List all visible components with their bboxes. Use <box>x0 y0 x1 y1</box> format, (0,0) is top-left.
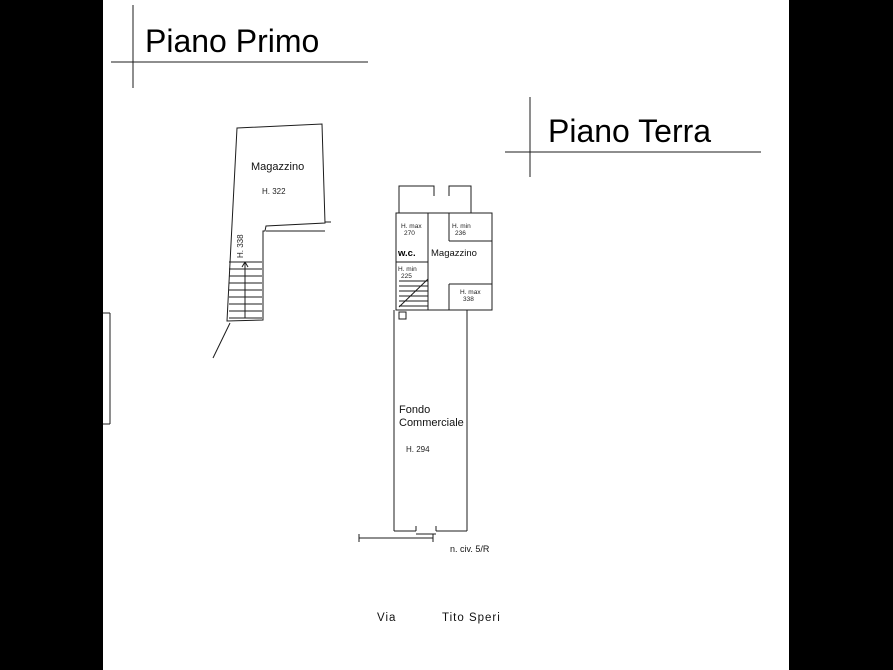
stair-arrow <box>244 261 249 268</box>
stairs-hatch <box>398 278 429 308</box>
floorplan-sheet: Piano Primo Piano Terra <box>103 0 789 670</box>
first-floor-plan: Magazzino H. 322 H. 338 <box>212 123 331 359</box>
civic-number-label: n. civ. 5/R <box>450 544 490 554</box>
adjacent-building-fragment <box>103 312 111 425</box>
first-floor-title-block: Piano Primo <box>111 5 368 88</box>
stairs-hatch <box>229 261 262 319</box>
stair-h-label: H. min <box>398 266 417 273</box>
first-floor-title: Piano Primo <box>145 23 319 59</box>
stair-arrow <box>241 261 246 268</box>
wall-line <box>398 185 435 213</box>
street-name: Via Tito Speri <box>377 612 501 624</box>
h-min-value: 236 <box>455 230 466 237</box>
civic-dimension <box>358 534 434 542</box>
ground-floor-title-block: Piano Terra <box>505 97 761 177</box>
room-label: Magazzino <box>251 161 304 173</box>
outer-wall <box>226 123 326 322</box>
room-height-label: H. 322 <box>262 187 286 196</box>
h-max-value: 270 <box>404 230 415 237</box>
h-max-label: H. max <box>401 223 422 230</box>
h-min-label: H. min <box>452 223 471 230</box>
section-diagonal <box>212 322 231 359</box>
stair-h-value: 225 <box>401 273 412 280</box>
stair-height-label: H. 338 <box>236 234 245 258</box>
stair-cut-line <box>398 278 429 308</box>
ground-floor-title: Piano Terra <box>548 113 711 149</box>
street-prefix: Via <box>377 612 396 624</box>
back-h-value: 338 <box>463 296 474 303</box>
back-h-label: H. max <box>460 289 481 296</box>
street-title: Tito Speri <box>442 612 501 624</box>
entrance-door <box>415 526 437 535</box>
wall-line <box>448 185 472 213</box>
shop-height-label: H. 294 <box>406 445 430 454</box>
ground-floor-plan: w.c. Magazzino H. max 270 H. min 236 H. … <box>358 185 493 554</box>
shop-label-line1: Fondo <box>399 404 430 416</box>
storage-label: Magazzino <box>431 248 477 259</box>
shop-label-line2: Commerciale <box>399 417 464 429</box>
wc-label: w.c. <box>397 248 416 259</box>
duct-square <box>398 311 407 320</box>
floorplan-drawing: Piano Primo Piano Terra <box>103 5 761 624</box>
